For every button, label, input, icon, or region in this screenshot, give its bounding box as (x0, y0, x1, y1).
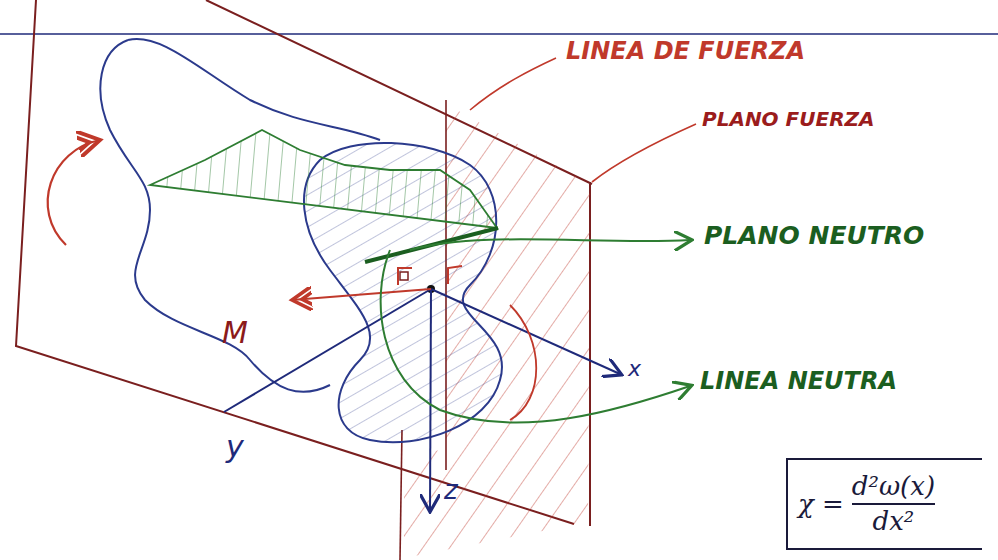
moment-label: M (222, 316, 248, 349)
neutral-plane-label: PLANO NEUTRO (704, 222, 924, 250)
axis-label: z (444, 476, 458, 505)
force-line-label: LINEA DE FUERZA (566, 38, 805, 64)
axis-label: x (628, 357, 641, 381)
formula-term: dx² (873, 507, 915, 536)
fraction-bar (852, 503, 935, 505)
formula-term: d²ω(x) (852, 472, 935, 501)
formula-box: χ = d²ω(x) dx² (786, 458, 982, 550)
neutral-line-label: LINEA NEUTRA (700, 368, 897, 394)
force-plane-label: PLANO FUERZA (702, 108, 875, 130)
axis-label: y (226, 430, 244, 463)
formula-term: χ = (798, 490, 844, 519)
